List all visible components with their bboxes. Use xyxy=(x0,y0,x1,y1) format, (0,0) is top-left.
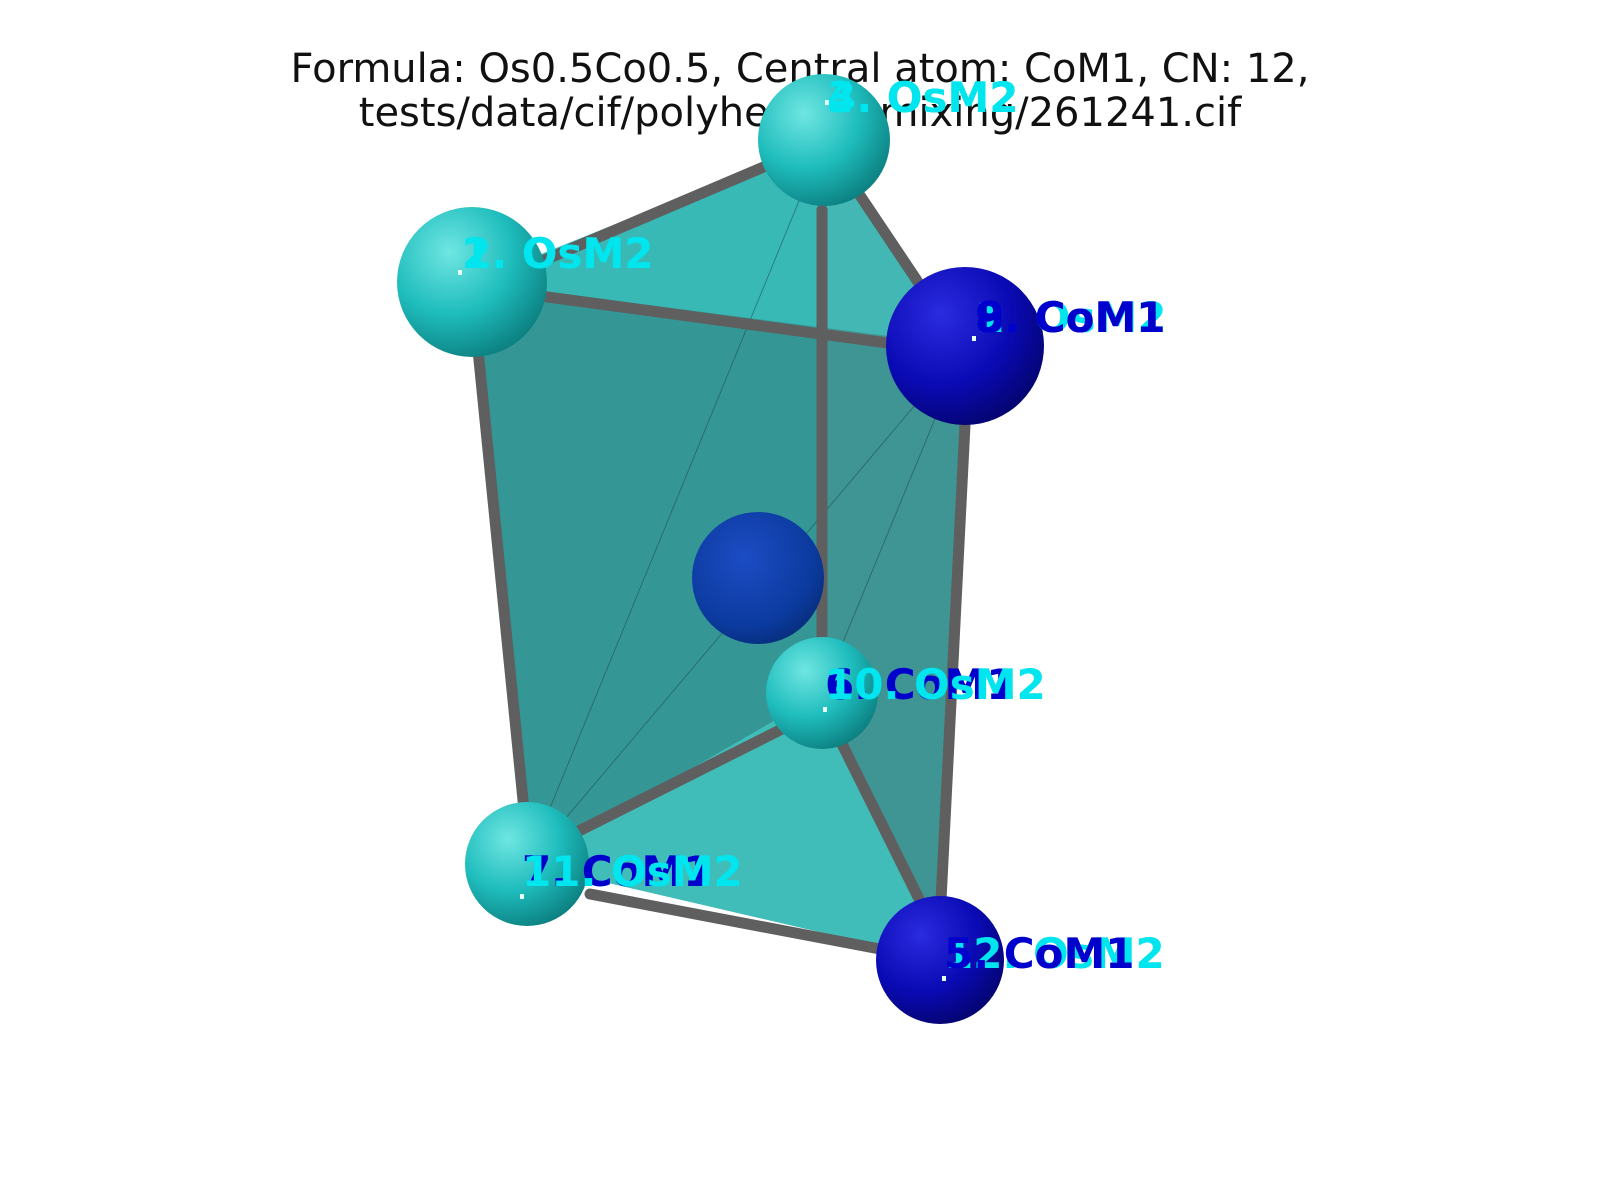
label-v6-a: 12. OsM2 xyxy=(944,929,1165,978)
face-bottom xyxy=(527,693,940,960)
label-v4-b: 6. CoM1 xyxy=(825,660,1016,709)
label-v3-c: 1. OsM2 xyxy=(975,293,1167,342)
atom-osm2-top-back xyxy=(758,74,890,206)
atom-labels: 2. OsM2 1. OsM2 3. OsM2 4. OsM2 1. OsM2 … xyxy=(462,73,1167,978)
label-v5-b: 7. CoM1 xyxy=(522,847,713,896)
edge-bottom-back-left xyxy=(539,719,796,854)
edge-right-vertical xyxy=(934,419,971,926)
label-v2-b: 4. OsM2 xyxy=(827,73,1019,122)
atom-osm2-bottom-back xyxy=(766,637,878,749)
label-v2-a: 3. OsM2 xyxy=(827,73,1019,122)
edge-bottom-front xyxy=(584,888,891,956)
label-v1-b: 1. OsM2 xyxy=(462,229,654,278)
atom-com1-top-right xyxy=(886,267,1044,425)
atom-com1-bottom-front xyxy=(876,896,1004,1024)
atom-osm2-bottom-left xyxy=(465,802,589,926)
atom-osm2-top-left xyxy=(397,207,547,357)
polyhedron-edges xyxy=(472,154,971,956)
label-v6-b: 5. CoM1 xyxy=(944,929,1135,978)
label-v1-a: 2. OsM2 xyxy=(462,229,654,278)
edge-bottom-back-right xyxy=(834,734,928,911)
edge-top-front xyxy=(534,290,901,350)
label-v5-a: 11. OsM2 xyxy=(522,847,743,896)
edge-left-vertical xyxy=(472,344,533,846)
label-v4-a: 10. OsM2 xyxy=(825,660,1046,709)
edge-top-left xyxy=(534,154,786,268)
label-v3-b: 9. CoM1 xyxy=(975,293,1166,342)
atoms xyxy=(397,74,1044,1024)
label-v3-a: 8. CoM1 xyxy=(975,293,1166,342)
vertex-markers xyxy=(458,100,976,981)
atom-central-com1 xyxy=(692,512,824,644)
